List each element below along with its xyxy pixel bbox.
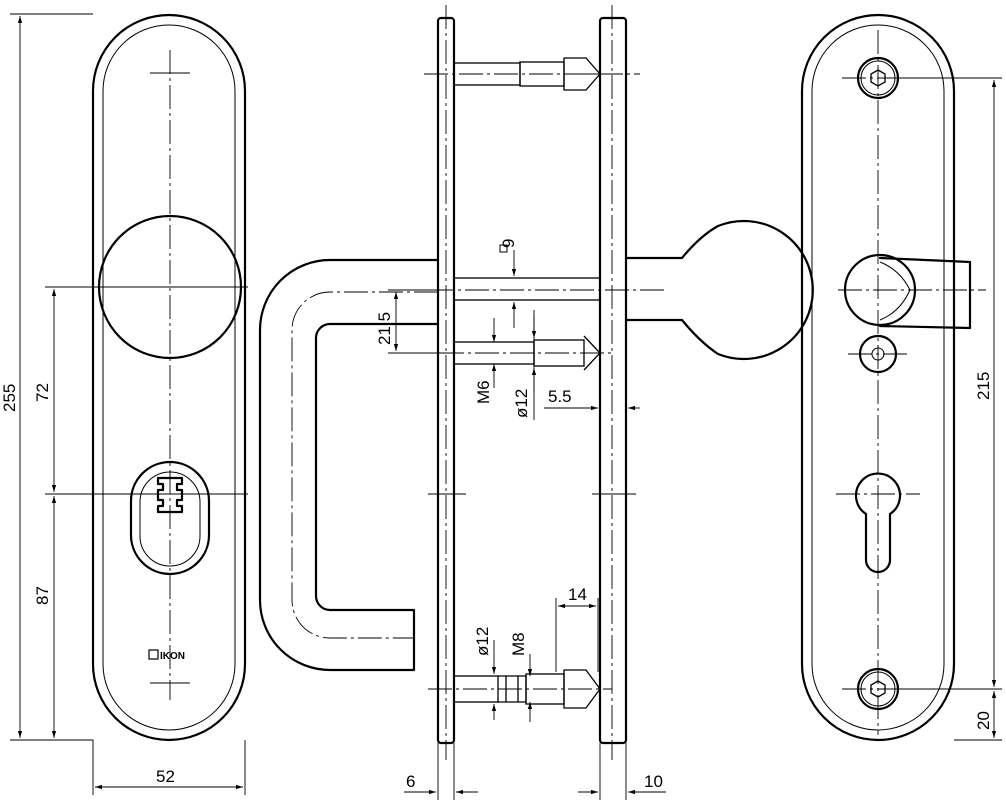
dim-diameter-12-lower: ø12 <box>473 627 492 656</box>
spindle <box>453 277 601 301</box>
dim-thread-m6: M6 <box>474 380 493 404</box>
dim-plate-width: 52 <box>156 767 175 786</box>
side-view: 21.5 9 M6 ø12 5.5 14 ø12 M8 <box>258 5 814 800</box>
dim-square-spindle: 9 <box>499 239 518 248</box>
dim-plate-gap: 5.5 <box>548 387 572 406</box>
lever-stub <box>878 256 972 330</box>
back-view: 215 20 <box>800 13 1002 742</box>
top-screw-nut <box>563 57 601 91</box>
dim-overall-height: 255 <box>0 384 19 412</box>
dim-diameter-12-upper: ø12 <box>512 389 531 418</box>
dim-offset: 21.5 <box>375 312 394 345</box>
key-profile <box>156 476 184 514</box>
front-plate-inner-edge <box>102 24 236 731</box>
dim-plate-thickness-left: 6 <box>406 772 415 791</box>
dim-knob-to-cylinder: 72 <box>33 383 52 402</box>
front-plate-outline <box>91 13 247 742</box>
dim-cylinder-to-bottom: 87 <box>33 586 52 605</box>
dim-screw-spacing: 215 <box>974 372 993 400</box>
logo-mark-icon <box>148 649 159 660</box>
dim-length-14: 14 <box>568 585 587 604</box>
front-view: IKON 255 72 87 52 <box>0 13 248 795</box>
knob-side <box>624 219 814 361</box>
dim-screw-to-bottom: 20 <box>974 711 993 730</box>
back-plate-outline <box>800 13 956 742</box>
logo-text: IKON <box>160 651 185 662</box>
square-symbol-icon <box>499 244 508 253</box>
bottom-screw-nut <box>563 669 601 709</box>
lever-handle <box>258 258 440 672</box>
cylinder-hole <box>854 472 902 574</box>
cylinder-escutcheon <box>129 460 211 576</box>
dim-thread-m8: M8 <box>509 632 528 656</box>
dim-plate-thickness-right: 10 <box>644 772 663 791</box>
right-plate-section <box>598 16 628 745</box>
